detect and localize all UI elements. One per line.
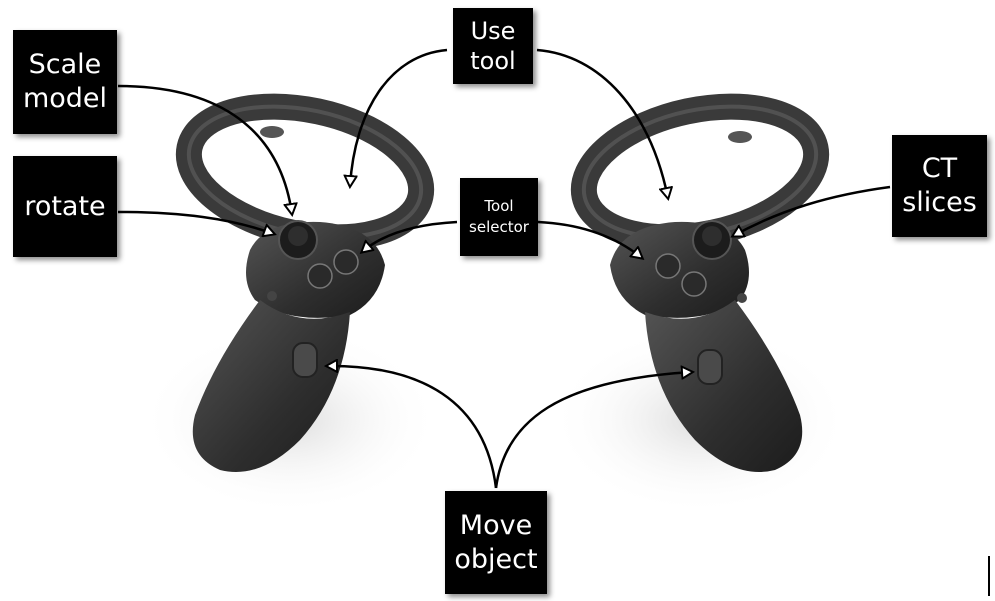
right-grip-button [697, 349, 723, 385]
right-controller-image [550, 93, 850, 515]
left-button-y [333, 249, 359, 275]
arrow-move-object-right [494, 372, 692, 489]
arrow-tool-selector-right [537, 220, 642, 258]
right-controller-handle [645, 300, 803, 472]
arrow-use-tool-right [536, 48, 668, 198]
right-button-b [655, 253, 681, 279]
label-use-tool: Use tool [453, 8, 533, 84]
left-controller-image [140, 93, 440, 515]
arrow-use-tool-left [350, 48, 448, 186]
arrow-ct-slices [733, 185, 891, 236]
label-rotate: rotate [13, 156, 117, 257]
arrow-scale-model [117, 84, 292, 214]
right-button-a [681, 271, 707, 297]
left-grip-button [292, 342, 318, 378]
left-menu-button [267, 291, 277, 301]
edge-mark [988, 556, 990, 596]
label-move-object: Move object [445, 491, 547, 594]
label-tool-selector: Tool selector [460, 178, 538, 256]
arrow-tool-selector-left [362, 220, 458, 252]
arrow-rotate [117, 210, 274, 234]
label-scale-model: Scale model [13, 30, 117, 134]
left-button-x [307, 263, 333, 289]
right-menu-button [737, 293, 747, 303]
label-ct-slices: CT slices [892, 135, 987, 237]
arrow-move-object-left [327, 366, 498, 489]
